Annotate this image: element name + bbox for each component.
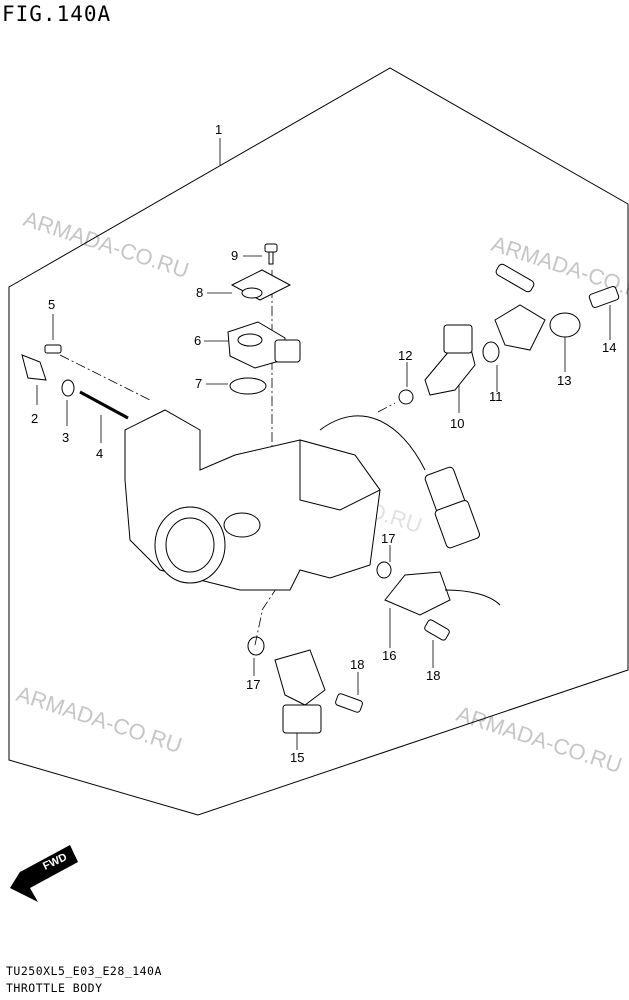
spring-part-4 (79, 390, 129, 420)
callout-12: 12 (398, 348, 412, 363)
bolt-part-18-right (424, 619, 450, 641)
fwd-arrow-icon: FWD (10, 845, 78, 902)
callout-18-right: 18 (426, 668, 440, 683)
callout-7: 7 (195, 376, 202, 391)
callout-1: 1 (215, 122, 222, 137)
bolt-part-18-lower (335, 693, 363, 713)
callout-17-lower: 17 (246, 677, 260, 692)
callout-18-lower: 18 (350, 657, 364, 672)
screw-part-9 (264, 243, 278, 265)
harness-connector (424, 466, 481, 549)
hose-part-13 (495, 263, 535, 293)
callout-10: 10 (450, 416, 464, 431)
callout-13: 13 (557, 373, 571, 388)
o-ring-part-7 (229, 377, 267, 395)
o-ring-part-17-lower (247, 636, 265, 656)
o-ring-part-3 (61, 379, 75, 397)
bracket-part-8 (230, 269, 292, 301)
callout-4: 4 (96, 446, 103, 461)
assembly-outline (8, 67, 629, 816)
sensor-part-6 (227, 321, 301, 369)
holder-part-13 (494, 304, 546, 351)
callout-6: 6 (194, 333, 201, 348)
alignment-lines (59, 270, 396, 646)
callout-3: 3 (62, 430, 69, 445)
drawing-code: TU250XL5_E03_E28_140A (6, 964, 162, 978)
callout-labels: 1 9 8 6 7 5 2 3 4 12 10 11 13 14 17 16 1… (31, 122, 616, 765)
drawing-name: THROTTLE BODY (6, 981, 103, 995)
callout-2: 2 (31, 411, 38, 426)
holder-part-13-cap (549, 312, 581, 338)
callout-9: 9 (231, 248, 238, 263)
watermark-text: ARMADA-CO.RU (13, 681, 185, 758)
leader-lines (36, 138, 611, 750)
screw-part-5 (44, 344, 62, 354)
callout-5: 5 (48, 297, 55, 312)
callout-17-right: 17 (381, 531, 395, 546)
tps-parts-lower (247, 636, 363, 734)
watermark-text: ARMADA-CO.RU (20, 206, 192, 283)
figure-title: FIG.140A (2, 2, 112, 26)
bolt-part-14 (588, 285, 620, 309)
callout-16: 16 (382, 648, 396, 663)
o-ring-part-11 (482, 341, 500, 363)
callout-8: 8 (196, 285, 203, 300)
tps-parts-right (376, 561, 501, 641)
sensor-part-15-connector (282, 704, 322, 734)
callout-11: 11 (489, 389, 503, 404)
washer-part-12 (398, 389, 414, 405)
sensor-part-15 (274, 649, 326, 706)
injector-parts (398, 263, 620, 405)
watermark-text: ARMADA-CO.RU (453, 701, 625, 778)
o-ring-part-17-right (376, 561, 392, 579)
callout-14: 14 (602, 340, 616, 355)
sensor-part-16 (384, 571, 451, 616)
callout-15: 15 (290, 750, 304, 765)
throttle-body-main (124, 409, 426, 591)
idle-screw-parts (21, 344, 129, 420)
sensor-part-10-head (443, 324, 473, 354)
plug-part-2 (21, 354, 47, 381)
